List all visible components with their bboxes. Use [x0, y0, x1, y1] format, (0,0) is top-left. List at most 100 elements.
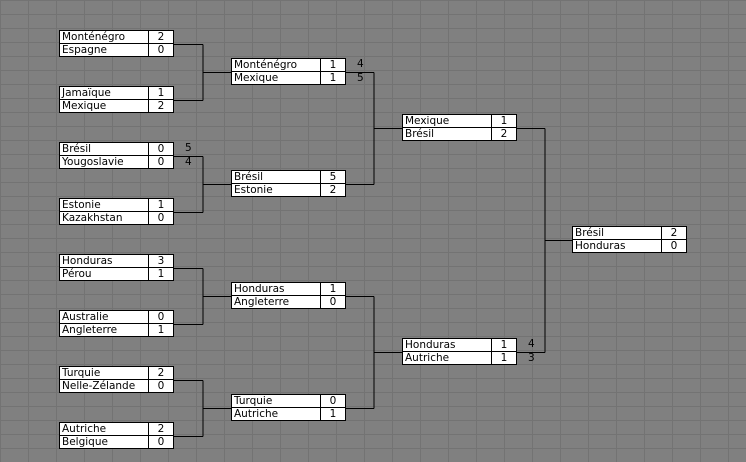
team-name: Turquie: [232, 395, 321, 407]
team-row: Brésil 0: [59, 142, 174, 156]
team-score: 1: [500, 352, 508, 364]
team-score: 5: [329, 171, 337, 183]
team-score: 2: [157, 367, 165, 379]
team-score: 0: [157, 212, 165, 224]
team-name: Mexique: [403, 115, 492, 127]
team-score: 2: [329, 184, 337, 196]
team-score: 1: [157, 268, 165, 280]
team-row: Autriche 1: [402, 352, 517, 365]
team-score: 3: [157, 255, 165, 267]
team-name: Jamaïque: [60, 87, 149, 99]
team-score: 0: [157, 44, 165, 56]
team-row: Honduras 1: [402, 338, 517, 352]
team-score: 0: [157, 311, 165, 323]
penalty-score: 5: [357, 72, 364, 84]
team-row: Jamaïque 1: [59, 86, 174, 100]
team-name: Brésil: [573, 227, 662, 239]
team-name: Kazakhstan: [60, 212, 149, 224]
team-name: Autriche: [232, 408, 321, 420]
team-name: Brésil: [403, 128, 492, 140]
team-score: 1: [329, 408, 337, 420]
team-name: Autriche: [403, 352, 492, 364]
team-score: 2: [670, 227, 678, 239]
penalty-score: 4: [185, 156, 192, 168]
team-row: Autriche 2: [59, 422, 174, 436]
team-row: Brésil 2: [402, 128, 517, 141]
team-name: Angleterre: [60, 324, 149, 336]
team-score: 1: [329, 59, 337, 71]
team-row: Mexique 1: [402, 114, 517, 128]
team-score: 1: [329, 283, 337, 295]
team-name: Honduras: [403, 339, 492, 351]
team-name: Honduras: [60, 255, 149, 267]
team-name: Honduras: [232, 283, 321, 295]
team-name: Yougoslavie: [60, 156, 149, 168]
team-row: Autriche 1: [231, 408, 346, 421]
penalty-score: 5: [185, 142, 192, 154]
penalty-score: 4: [528, 338, 535, 350]
team-row: Yougoslavie 0: [59, 156, 174, 169]
team-score: 1: [157, 87, 165, 99]
team-score: 1: [157, 199, 165, 211]
team-score: 0: [157, 156, 165, 168]
team-row: Belgique 0: [59, 436, 174, 449]
team-score: 0: [329, 296, 337, 308]
team-score: 1: [157, 324, 165, 336]
team-score: 2: [157, 100, 165, 112]
team-name: Brésil: [60, 143, 149, 155]
team-row: Honduras 3: [59, 254, 174, 268]
team-score: 2: [157, 423, 165, 435]
team-row: Brésil 5: [231, 170, 346, 184]
team-name: Monténégro: [60, 31, 149, 43]
team-row: Brésil 2: [572, 226, 687, 240]
penalty-score: 3: [528, 352, 535, 364]
team-score: 1: [500, 339, 508, 351]
team-name: Espagne: [60, 44, 149, 56]
team-row: Turquie 0: [231, 394, 346, 408]
team-name: Belgique: [60, 436, 149, 448]
team-name: Brésil: [232, 171, 321, 183]
penalty-score: 4: [357, 58, 364, 70]
team-name: Estonie: [232, 184, 321, 196]
team-score: 0: [157, 436, 165, 448]
team-row: Estonie 1: [59, 198, 174, 212]
team-name: Pérou: [60, 268, 149, 280]
team-row: Turquie 2: [59, 366, 174, 380]
team-score: 1: [500, 115, 508, 127]
team-row: Honduras 1: [231, 282, 346, 296]
team-row: Angleterre 1: [59, 324, 174, 337]
team-name: Turquie: [60, 367, 149, 379]
team-name: Honduras: [573, 240, 662, 252]
team-score: 0: [329, 395, 337, 407]
team-row: Kazakhstan 0: [59, 212, 174, 225]
team-name: Autriche: [60, 423, 149, 435]
team-score: 1: [329, 72, 337, 84]
team-row: Pérou 1: [59, 268, 174, 281]
team-score: 2: [500, 128, 508, 140]
team-name: Estonie: [60, 199, 149, 211]
team-name: Australie: [60, 311, 149, 323]
team-row: Espagne 0: [59, 44, 174, 57]
team-row: Estonie 2: [231, 184, 346, 197]
team-score: 0: [157, 143, 165, 155]
